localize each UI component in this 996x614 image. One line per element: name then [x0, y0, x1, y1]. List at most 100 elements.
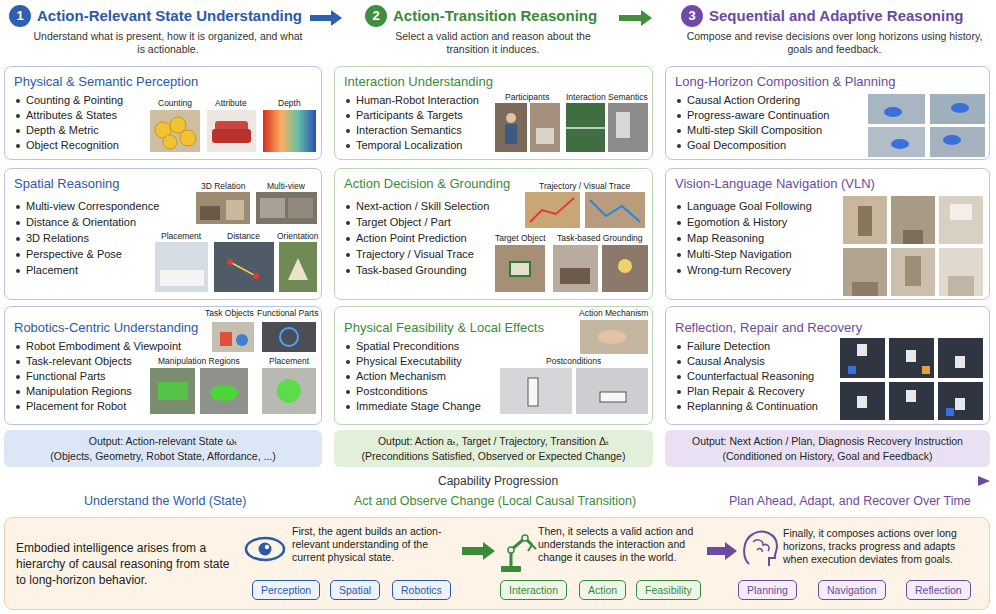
bullet-dot	[346, 129, 350, 133]
output-detail: (Preconditions Satisfied, Observed or Ex…	[338, 449, 649, 463]
robot-arm-icon	[528, 545, 536, 551]
arrowhead	[641, 10, 652, 26]
bullet-item: Physical Executability	[356, 355, 462, 368]
step-number-circle: 2	[365, 5, 387, 27]
capability-panel: Reflection, Repair and RecoveryFailure D…	[665, 306, 990, 425]
photo	[500, 368, 572, 414]
pill-text: Planning	[747, 583, 788, 597]
output-detail: (Objects, Geometry, Robot State, Afforda…	[8, 449, 318, 463]
photo-detail	[536, 128, 554, 144]
column-title: Sequential and Adaptive Reasoning	[709, 5, 964, 27]
photo-detail	[253, 273, 259, 279]
photo-detail	[220, 332, 232, 346]
bullet-item: Action Point Prediction	[356, 232, 467, 245]
step-number: 3	[681, 5, 703, 27]
connector-shaft	[619, 15, 641, 21]
photo-detail	[227, 259, 233, 265]
stage-caption: Act and Observe Change (Local Causal Tra…	[354, 494, 636, 509]
photo	[262, 368, 316, 414]
bullet-dot	[16, 144, 20, 148]
bullet-item: Task-relevant Objects	[26, 355, 132, 368]
bullet-dot	[677, 237, 681, 241]
photo-detail	[510, 262, 530, 276]
flow-arrow	[462, 542, 495, 560]
photo-detail	[891, 139, 909, 149]
photo-detail	[505, 124, 517, 144]
image-label: Target Object	[495, 233, 546, 244]
photo	[939, 196, 983, 244]
photo-detail	[170, 117, 186, 133]
bullet-dot	[346, 237, 350, 241]
brain-head-icon	[744, 532, 777, 566]
photo	[930, 94, 985, 124]
output-box: Output: Action aₜ, Target / Trajectory, …	[334, 430, 653, 467]
eye-icon	[246, 538, 284, 560]
bullet-item: Next-action / Skill Selection	[356, 200, 489, 213]
column-title: Action-Relevant State Understanding	[37, 5, 302, 27]
photo	[495, 103, 527, 152]
bullet-dot	[346, 345, 350, 349]
bullet-dot	[346, 405, 350, 409]
photo	[585, 192, 645, 228]
photo	[939, 248, 983, 296]
panel-title: Spatial Reasoning	[14, 176, 120, 191]
stage-caption: Plan Ahead, Adapt, and Recover Over Time	[729, 494, 971, 509]
bullet-item: Language Goal Following	[687, 200, 812, 213]
bullet-item: Manipulation Regions	[26, 385, 132, 398]
bullet-dot	[16, 345, 20, 349]
bullet-dot	[16, 253, 20, 257]
photo	[150, 368, 195, 414]
image-label: Action Mechanism	[579, 308, 648, 319]
photo	[150, 110, 200, 152]
column-subtitle: Compose and revise decisions over long h…	[683, 30, 986, 56]
photo	[576, 368, 648, 414]
panel-title: Reflection, Repair and Recovery	[675, 320, 862, 335]
pill-text: Interaction	[509, 583, 558, 597]
photo	[530, 103, 560, 152]
bullet-dot	[677, 205, 681, 209]
bullet-item: Distance & Orientation	[26, 216, 136, 229]
tag-pill: Robotics	[392, 580, 451, 600]
photo-detail	[906, 350, 916, 362]
photo	[263, 110, 316, 152]
photo-detail	[277, 379, 301, 403]
connector-shaft	[310, 15, 331, 21]
bullet-dot	[346, 375, 350, 379]
column-subtitle: Understand what is present, how it is or…	[32, 30, 304, 56]
bullet-dot	[16, 205, 20, 209]
pill-text: Feasibility	[645, 583, 692, 597]
photo	[891, 196, 935, 244]
photo-detail	[590, 200, 640, 222]
image-label: Participants	[505, 92, 549, 103]
flow-arrow	[707, 542, 737, 560]
bullet-item: Egomotion & History	[687, 216, 787, 229]
image-label: Postconditions	[546, 356, 601, 367]
panel-title: Interaction Understanding	[344, 74, 493, 89]
pill-text: Spatial	[339, 583, 371, 597]
photo-detail	[230, 262, 256, 276]
bullet-item: Causal Analysis	[687, 355, 765, 368]
bullet-dot	[677, 360, 681, 364]
bullet-dot	[677, 405, 681, 409]
output-box: Output: Action-relevant State ωₜ(Objects…	[4, 430, 322, 467]
image-label: Multi-view	[267, 181, 305, 192]
bullet-dot	[16, 269, 20, 273]
image-label: Placement	[161, 231, 201, 242]
bullet-item: Goal Decomposition	[687, 139, 786, 152]
tag-pill: Feasibility	[636, 580, 701, 600]
photo	[553, 245, 598, 292]
image-label: Attribute	[215, 98, 247, 109]
tag-pill: Perception	[252, 580, 320, 600]
panel-title: Action Decision & Grounding	[344, 176, 510, 191]
bullet-dot	[346, 99, 350, 103]
bullet-dot	[346, 269, 350, 273]
column-header: Sequential and Adaptive ReasoningCompose…	[655, 2, 990, 60]
bullet-dot	[16, 375, 20, 379]
bullet-dot	[677, 253, 681, 257]
photo-detail	[598, 330, 626, 344]
bullet-item: Plan Repair & Recovery	[687, 385, 804, 398]
photo-detail	[616, 112, 630, 138]
photo-detail	[280, 328, 298, 346]
robot-arm-icon	[501, 566, 521, 572]
arrowhead	[331, 10, 342, 26]
